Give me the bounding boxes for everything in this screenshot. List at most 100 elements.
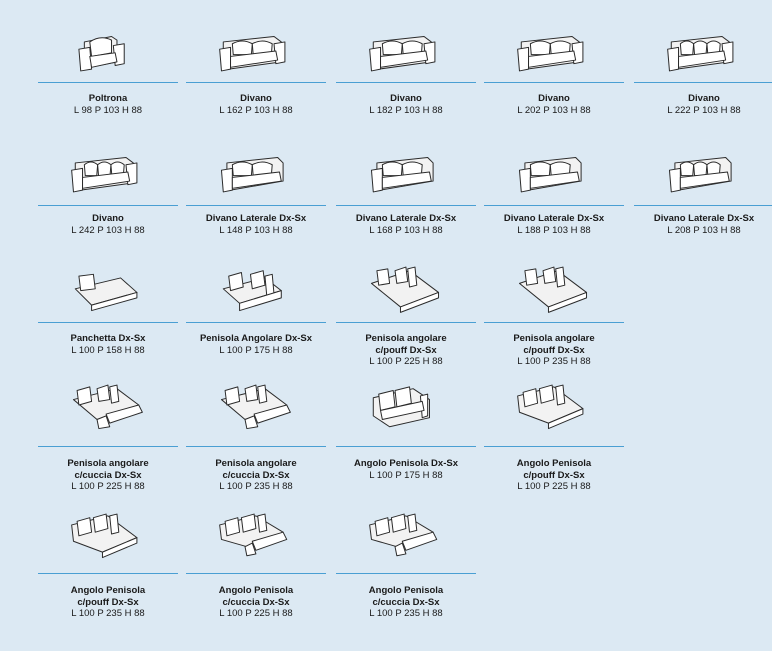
item-name: Divano Laterale Dx-Sx [205, 213, 307, 224]
corner-drawer-icon [214, 505, 296, 563]
item-name: Angolo Penisola [516, 458, 592, 469]
item-dimensions: L 182 P 103 H 88 [369, 104, 443, 116]
item-name: Panchetta Dx-Sx [70, 333, 146, 344]
item-name: Penisola angolare [365, 333, 447, 344]
side-sofa-3-seat-icon [662, 143, 744, 201]
corner-sofa-icon [364, 376, 446, 434]
divider-line [186, 322, 326, 323]
item-variant: c/pouff Dx-Sx [77, 596, 139, 608]
item-dimensions: L 168 P 103 H 88 [369, 224, 443, 236]
item-name: Divano Laterale Dx-Sx [653, 213, 755, 224]
divider-line [484, 322, 624, 323]
item-variant: c/cuccia Dx-Sx [74, 469, 142, 481]
item-name: Divano [390, 93, 422, 104]
sofa-2-seat-icon [214, 22, 296, 80]
divider-line [634, 82, 772, 83]
item-dimensions: L 100 P 235 H 88 [219, 481, 293, 492]
chaise-drawer-icon [214, 376, 296, 434]
divider-line [336, 446, 476, 447]
item-dimensions: L 98 P 103 H 88 [73, 104, 143, 116]
item-dimensions: L 242 P 103 H 88 [71, 224, 145, 236]
divider-line [38, 322, 178, 323]
item-dimensions: L 100 P 235 H 88 [517, 356, 591, 367]
item-name: Divano [240, 93, 272, 104]
item-dimensions: L 100 P 235 H 88 [369, 608, 443, 619]
item-variant: c/cuccia Dx-Sx [222, 596, 290, 608]
item-dimensions: L 222 P 103 H 88 [667, 104, 741, 116]
item-dimensions: L 202 P 103 H 88 [517, 104, 591, 116]
item-name: Divano [92, 213, 124, 224]
item-variant: c/cuccia Dx-Sx [222, 469, 290, 481]
item-dimensions: L 100 P 175 H 88 [369, 469, 443, 481]
sofa-3-seat-icon [662, 22, 744, 80]
item-name: Divano [538, 93, 570, 104]
divider-line [484, 82, 624, 83]
divider-line [38, 573, 178, 574]
item-dimensions: L 148 P 103 H 88 [219, 224, 293, 236]
item-name: Penisola angolare [215, 458, 297, 469]
sofa-3-seat-icon [66, 143, 148, 201]
divider-line [186, 205, 326, 206]
item-dimensions: L 100 P 175 H 88 [219, 344, 293, 356]
divider-line [484, 205, 624, 206]
divider-line [336, 82, 476, 83]
divider-line [484, 446, 624, 447]
divider-line [38, 446, 178, 447]
bench-icon [66, 258, 148, 316]
item-name: Divano Laterale Dx-Sx [355, 213, 457, 224]
divider-line [336, 205, 476, 206]
side-sofa-icon [214, 143, 296, 201]
item-name: Angolo Penisola [368, 585, 444, 596]
item-variant: c/pouff Dx-Sx [523, 469, 585, 481]
item-name: Angolo Penisola [218, 585, 294, 596]
item-name: Angolo Penisola Dx-Sx [354, 458, 458, 469]
corner-drawer-icon [364, 505, 446, 563]
item-dimensions: L 100 P 225 H 88 [219, 608, 293, 619]
corner-chaise-icon [66, 505, 148, 563]
divider-line [186, 446, 326, 447]
item-dimensions: L 100 P 225 H 88 [71, 481, 145, 492]
side-sofa-icon [364, 143, 446, 201]
item-dimensions: L 100 P 235 H 88 [71, 608, 145, 619]
sofa-2-seat-icon [364, 22, 446, 80]
item-dimensions: L 100 P 225 H 88 [369, 356, 443, 367]
corner-peninsula-icon [214, 258, 296, 316]
item-name: Poltrona [88, 93, 128, 104]
divider-line [38, 205, 178, 206]
divider-line [336, 573, 476, 574]
side-sofa-icon [512, 143, 594, 201]
chaise-longue-icon [512, 258, 594, 316]
divider-line [336, 322, 476, 323]
item-dimensions: L 100 P 225 H 88 [517, 481, 591, 492]
item-name: Divano [688, 93, 720, 104]
item-dimensions: L 162 P 103 H 88 [219, 104, 293, 116]
item-name: Penisola angolare [67, 458, 149, 469]
item-name: Angolo Penisola [70, 585, 146, 596]
corner-chaise-icon [512, 376, 594, 434]
armchair-icon [66, 22, 148, 80]
divider-line [186, 573, 326, 574]
item-variant: c/pouff Dx-Sx [375, 344, 437, 356]
item-dimensions: L 208 P 103 H 88 [667, 224, 741, 236]
